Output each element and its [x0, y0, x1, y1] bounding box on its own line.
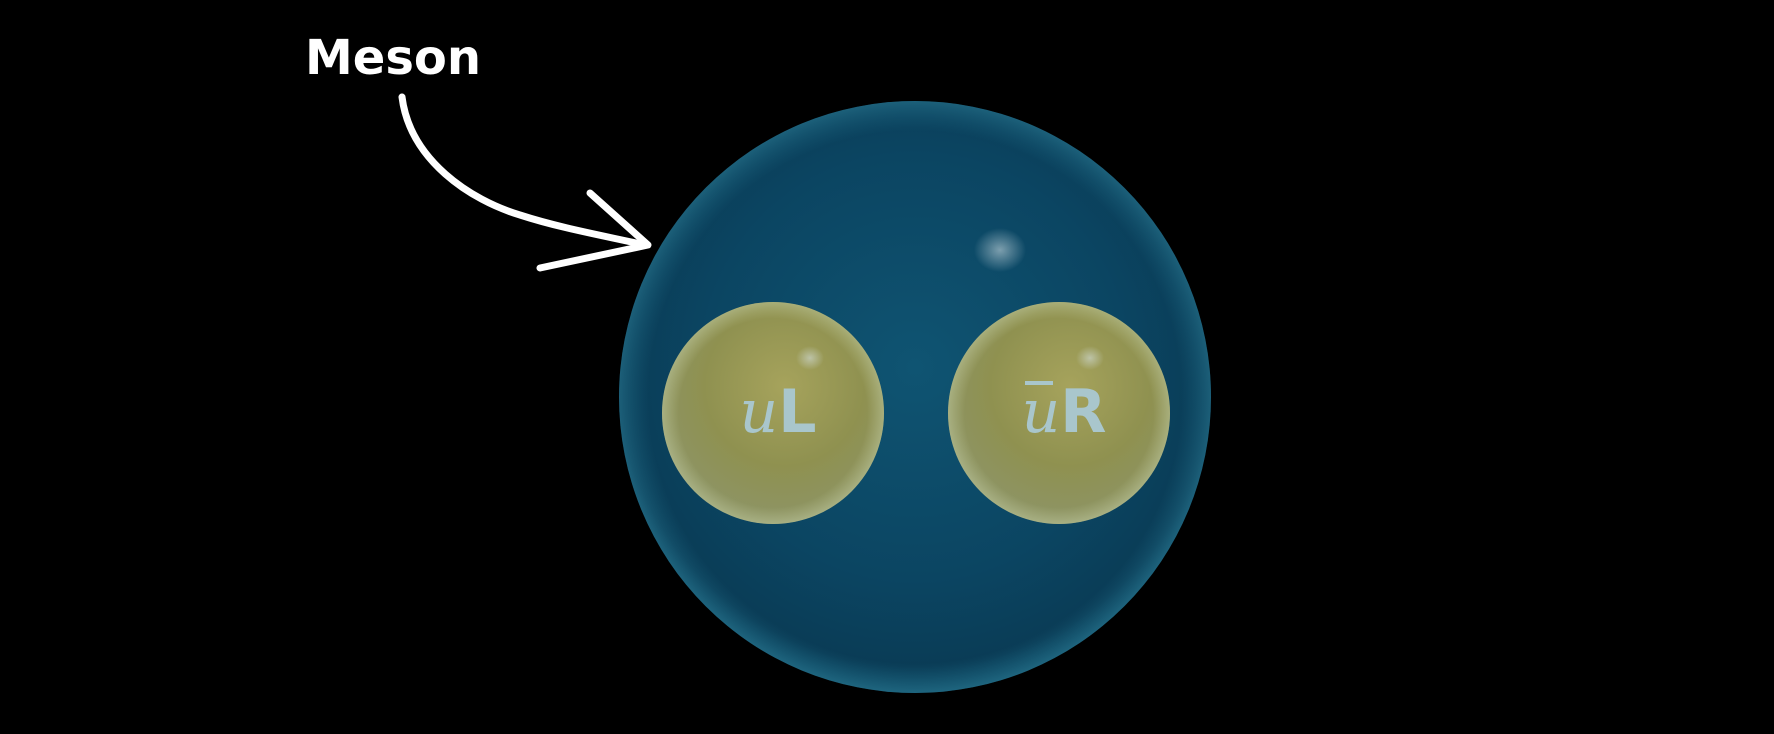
meson-highlight [974, 228, 1026, 272]
pointer-arrow [398, 93, 652, 272]
quark-left: uL [662, 302, 884, 524]
quark-right: uR [948, 302, 1170, 524]
quark-right-highlight [1076, 346, 1104, 370]
quark-left-symbol: u [740, 377, 779, 447]
quark-right-chirality: R [1060, 377, 1106, 447]
quark-right-label: uR [1022, 377, 1107, 447]
quark-left-highlight [796, 346, 824, 370]
meson-sphere [619, 101, 1211, 693]
quark-left-chirality: L [778, 377, 816, 447]
meson-label: Meson [305, 30, 481, 86]
quark-right-symbol: u [1022, 377, 1061, 447]
quark-left-label: uL [740, 377, 817, 447]
